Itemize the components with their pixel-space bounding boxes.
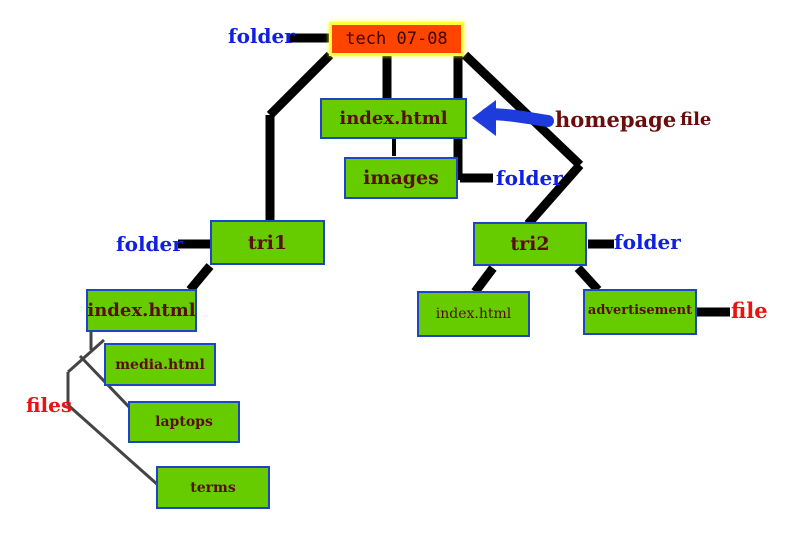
node-laptops: laptops [128,401,240,443]
node-tri1-index: index.html [86,289,197,332]
node-media: media.html [104,343,216,386]
node-images: images [344,157,458,199]
connector-tri2-vertical [524,162,584,227]
connector-tri1-index [186,263,214,293]
node-tri1: tri1 [210,220,325,265]
label-images-folder: folder [496,166,563,190]
node-advertisement: advertisement [583,289,697,335]
label-files: files [26,393,73,417]
label-tri2-folder: folder [614,230,681,254]
node-root: tech 07-08 [329,22,464,56]
connector-tri2-advert [574,264,602,294]
node-tri2: tri2 [473,222,587,266]
node-terms: terms [156,466,270,509]
label-tri1-folder: folder [116,232,183,256]
connector-files-terms [67,403,159,487]
connector-root-tri2 [461,51,584,169]
node-tri2-index: index.html [417,291,530,337]
label-homepage: homepage [555,107,677,132]
label-advert-file: file [731,298,768,323]
label-homepage-file: file [680,109,712,130]
node-index-main: index.html [320,98,467,139]
label-root-folder: folder [228,24,295,48]
arrow-icon [472,100,554,136]
connector-root-tri1 [266,51,334,119]
connector-tri2-index [471,265,497,295]
connector-files-branch [67,338,105,374]
